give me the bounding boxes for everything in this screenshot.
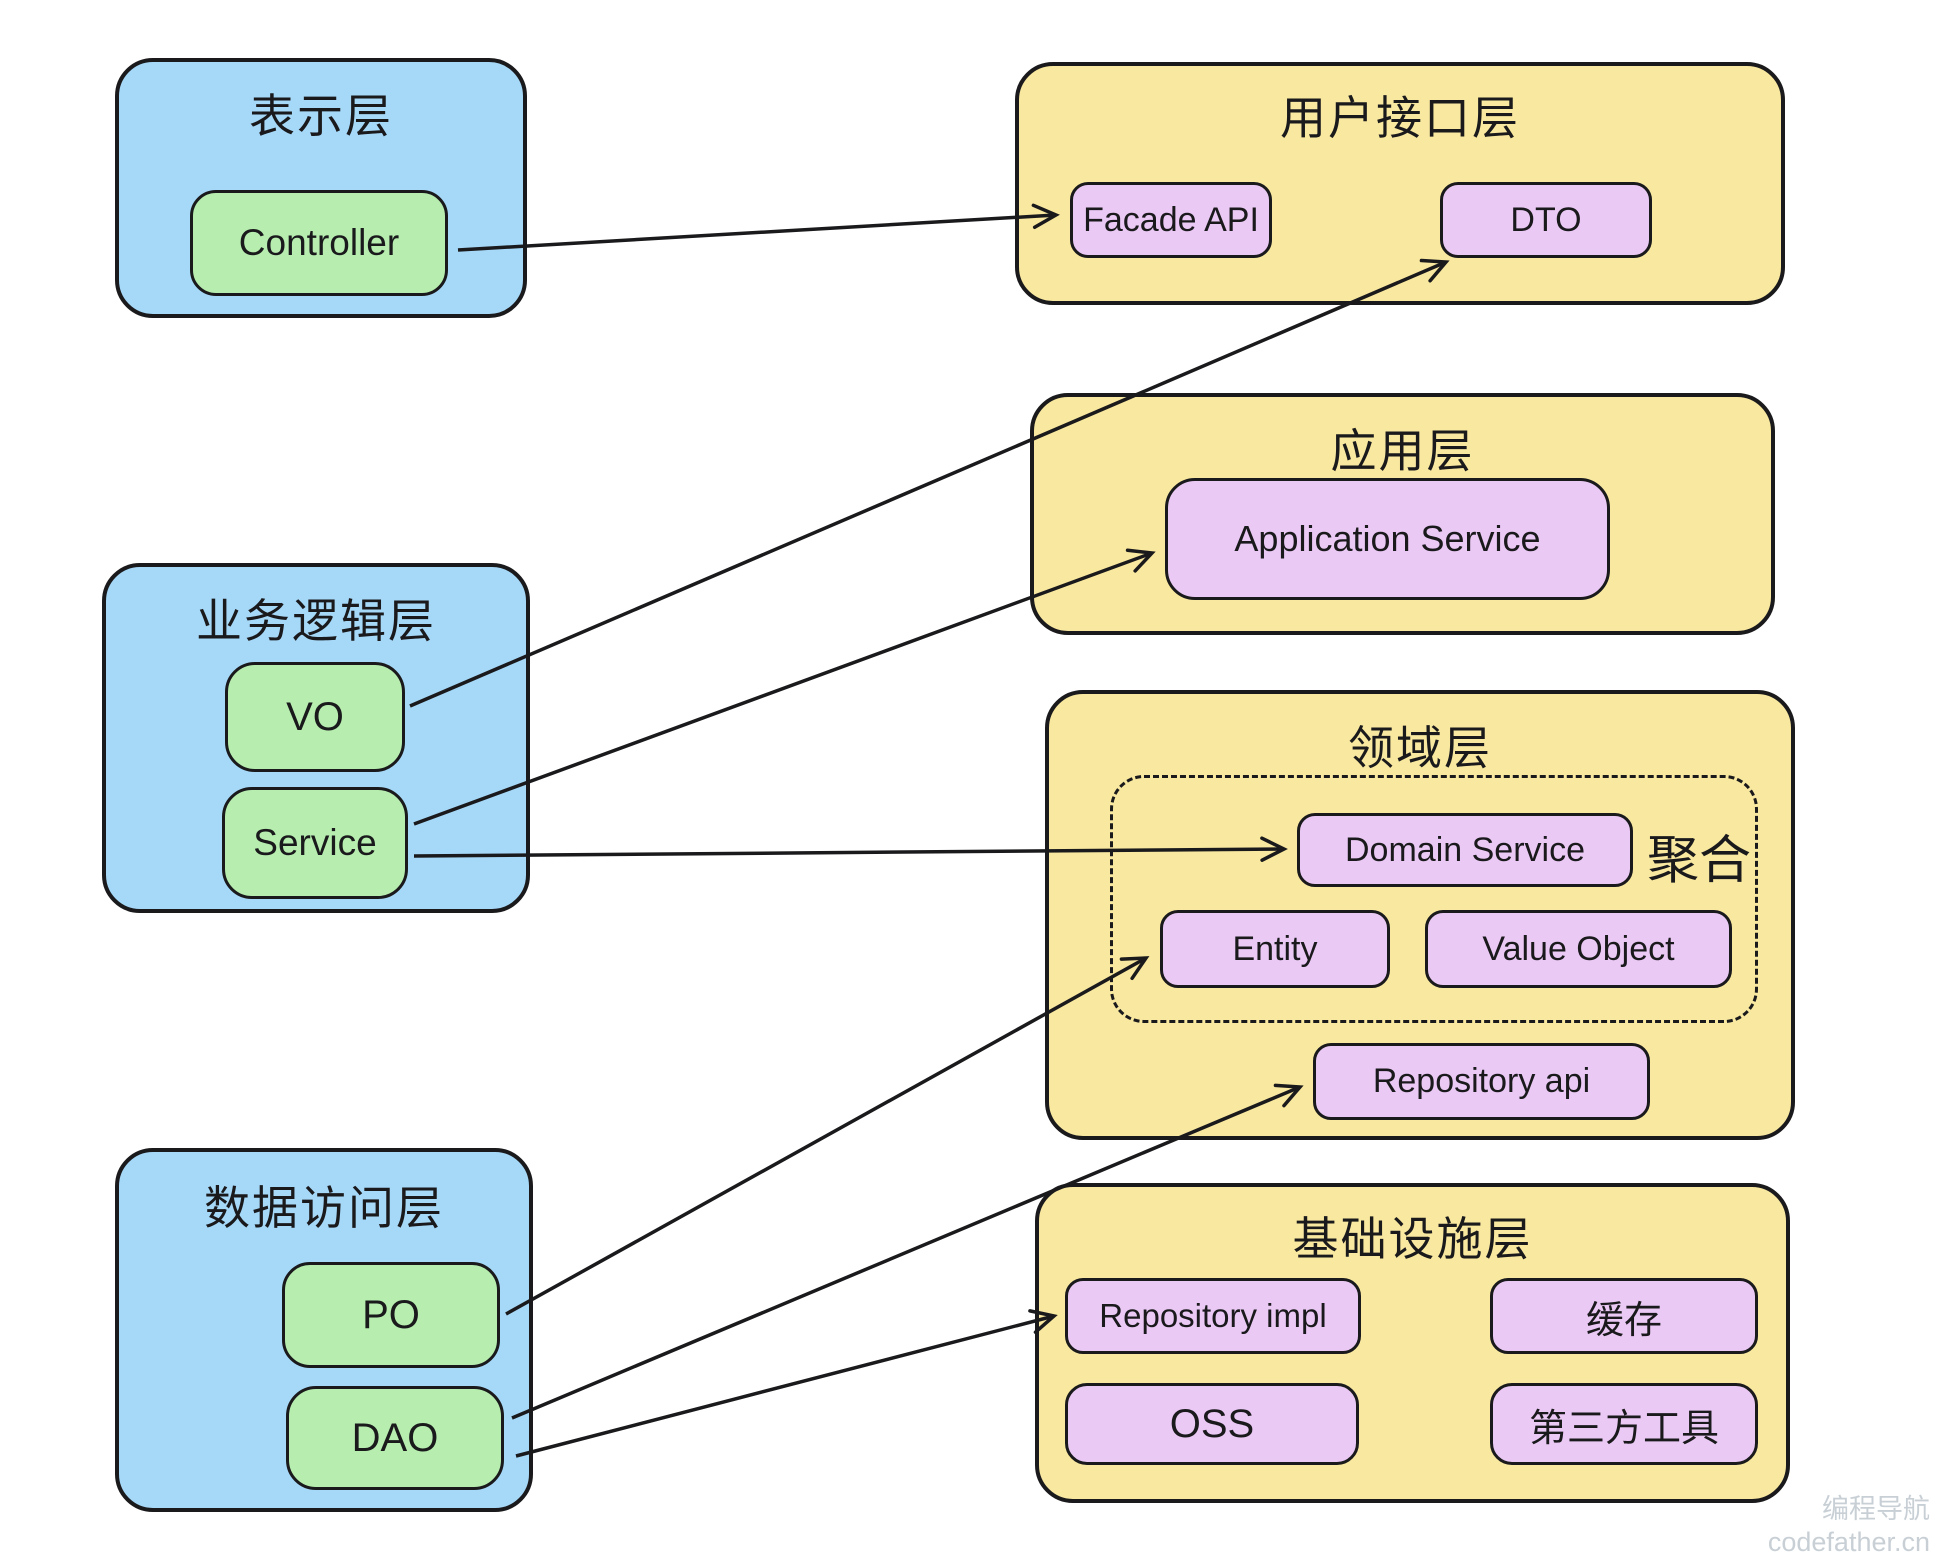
presentation-layer-title: 表示层 (249, 90, 393, 142)
value-object-node: Value Object (1425, 910, 1732, 988)
controller-node: Controller (190, 190, 448, 296)
dto-node: DTO (1440, 182, 1652, 258)
service-node: Service (222, 787, 408, 899)
domain-service-node: Domain Service (1297, 813, 1633, 887)
domain-layer-title: 领域层 (1348, 722, 1492, 774)
dao-node: DAO (286, 1386, 504, 1490)
cache-node: 缓存 (1490, 1278, 1758, 1354)
third-party-tools-node: 第三方工具 (1490, 1383, 1758, 1465)
watermark-line2: codefather.cn (1767, 1527, 1930, 1558)
arrow-dao-to-repository-impl (515, 1309, 1058, 1458)
data-access-layer-title: 数据访问层 (204, 1182, 444, 1234)
application-layer-title: 应用层 (1330, 425, 1475, 477)
business-logic-layer-title: 业务逻辑层 (196, 595, 436, 647)
infrastructure-layer-title: 基础设施层 (1292, 1213, 1533, 1265)
vo-node: VO (225, 662, 405, 772)
aggregate-label: 聚合 (1646, 832, 1751, 890)
watermark: 编程导航 codefather.cn (1768, 1493, 1930, 1561)
application-service-node: Application Service (1165, 478, 1610, 600)
repository-api-node: Repository api (1313, 1043, 1650, 1120)
watermark-line1: 编程导航 (1822, 1493, 1930, 1524)
facade-api-node: Facade API (1070, 182, 1272, 258)
po-node: PO (282, 1262, 500, 1368)
arrow-controller-to-facade-api (457, 203, 1060, 252)
user-interface-layer-title: 用户接口层 (1280, 92, 1520, 144)
repository-impl-node: Repository impl (1065, 1278, 1361, 1354)
oss-node: OSS (1065, 1383, 1359, 1465)
aggregate-dashed-box (1110, 775, 1758, 1023)
entity-node: Entity (1160, 910, 1390, 988)
